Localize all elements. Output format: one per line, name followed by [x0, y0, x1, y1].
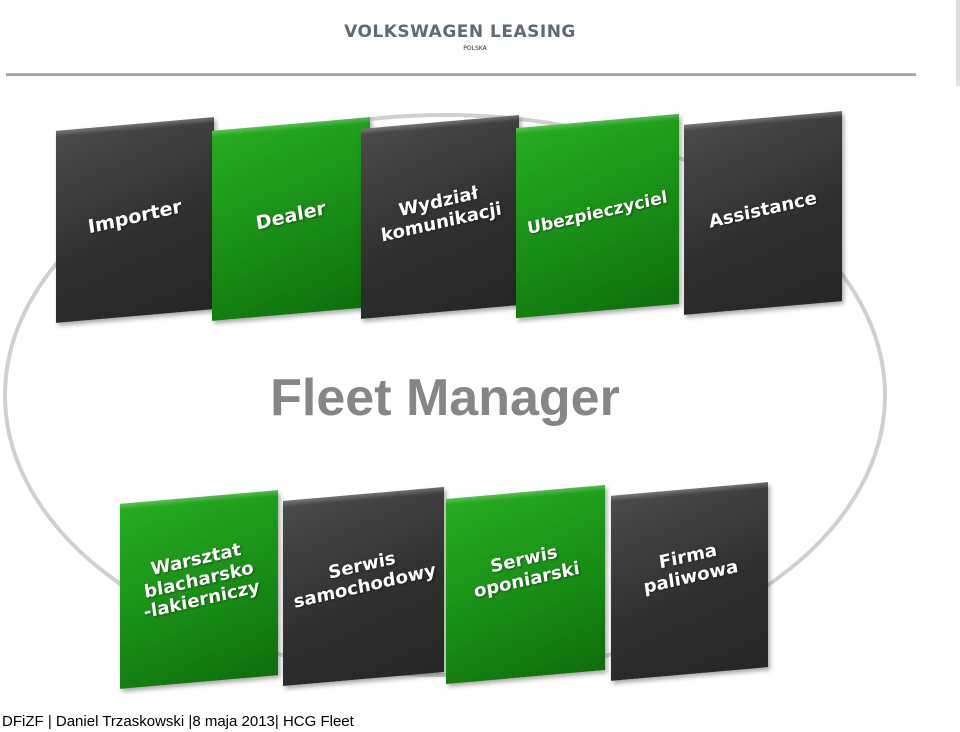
logo-subtext: POLSKA — [463, 45, 487, 52]
card-label-ubezpieczyciel: Ubezpieczyciel — [526, 187, 669, 240]
card-label-dealer: Dealer — [254, 197, 328, 235]
logo-text: VOLKSWAGEN LEASING — [344, 22, 576, 42]
card-assistance: Assistance — [684, 111, 842, 315]
fleet-manager-title: Fleet Manager — [270, 369, 620, 427]
card-serwis-samochodowy: Serwis samochodowy — [283, 486, 444, 687]
card-importer: Importer — [56, 117, 214, 323]
card-label-firma-paliwowa: Firma paliwowa — [642, 539, 740, 598]
card-label-serwis-samochodowy: Serwis samochodowy — [292, 547, 438, 612]
card-label-importer: Importer — [86, 195, 184, 239]
header-divider — [6, 73, 916, 76]
card-ubezpieczyciel: Ubezpieczyciel — [516, 113, 679, 319]
volkswagen-leasing-logo: VOLKSWAGEN LEASING POLSKA — [300, 22, 620, 52]
card-dealer: Dealer — [212, 117, 370, 321]
card-warsztat: Warsztat blacharsko -lakierniczy — [120, 490, 278, 689]
footer-text: DFiZF | Daniel Trzaskowski |8 maja 2013|… — [2, 713, 354, 730]
card-label-wydzial-komunikacji: Wydział komunikacji — [379, 182, 503, 247]
card-label-warsztat: Warsztat blacharsko -lakierniczy — [142, 538, 262, 624]
card-label-assistance: Assistance — [707, 187, 819, 233]
card-label-serwis-oponiarski: Serwis oponiarski — [472, 541, 581, 602]
card-wydzial-komunikacji: Wydział komunikacji — [361, 115, 519, 319]
card-serwis-oponiarski: Serwis oponiarski — [446, 485, 605, 684]
card-firma-paliwowa: Firma paliwowa — [611, 482, 768, 681]
edge-strip — [956, 0, 960, 86]
